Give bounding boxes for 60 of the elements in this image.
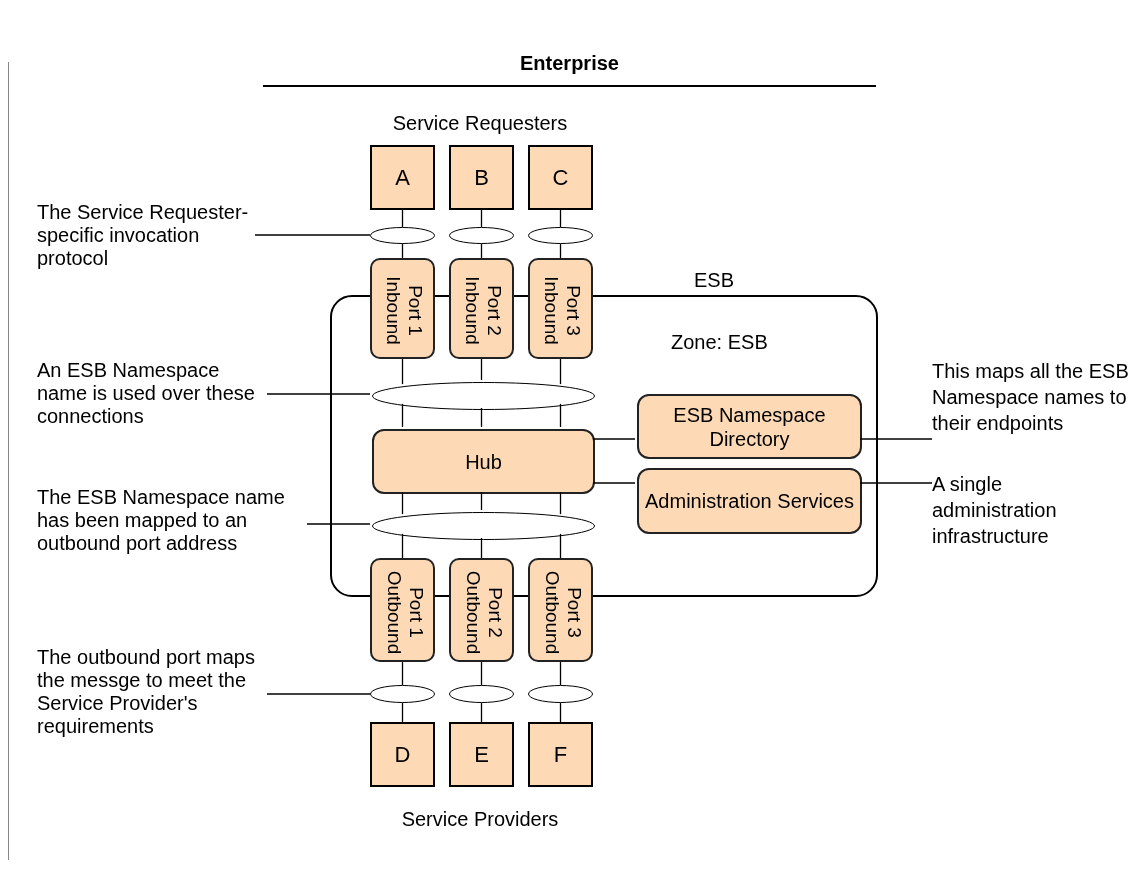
leader-line — [254, 234, 371, 236]
connector-line — [401, 533, 404, 559]
leader-line — [266, 693, 371, 695]
diagram-title: Enterprise — [520, 51, 619, 76]
service-box — [528, 145, 593, 210]
port-label: Port 1 Outbound — [382, 569, 427, 656]
port-label: Port 2 Outbound — [461, 569, 506, 656]
zone-heading: ESB — [694, 269, 735, 291]
box-label: Hub — [465, 449, 502, 474]
connector-line — [480, 358, 483, 381]
annotation-text: The outbound port maps the messge to meet the Service Provider's requirements — [37, 646, 256, 738]
leader-line — [306, 523, 371, 525]
hub-box — [372, 429, 595, 494]
box-label: E — [474, 741, 489, 769]
connector-line — [401, 491, 404, 515]
connector-line — [401, 661, 404, 686]
connector-line — [559, 403, 562, 428]
box-label: B — [474, 164, 489, 192]
service-box — [637, 468, 862, 534]
port-box — [449, 558, 514, 662]
port-box — [370, 258, 435, 359]
annotation-text: An ESB Namespace name is used over these connections — [37, 358, 256, 428]
connector-line — [559, 702, 562, 723]
annotation-text: A single administration infrastructure — [932, 472, 1058, 549]
service-box — [449, 722, 514, 787]
port-box — [528, 558, 593, 662]
connector-line — [559, 358, 562, 385]
port-label: Port 2 Inbound — [461, 275, 506, 347]
service-box — [370, 145, 435, 210]
connector-line — [559, 533, 562, 559]
port-box — [370, 558, 435, 662]
connector-line — [559, 491, 562, 515]
service-box — [449, 145, 514, 210]
box-label: F — [553, 741, 568, 769]
group-label: Service Requesters — [392, 111, 568, 136]
port-box — [449, 258, 514, 359]
box-label: Administration Services — [645, 489, 854, 513]
port-label: Port 1 Inbound — [382, 275, 427, 347]
box-label: A — [395, 164, 410, 192]
connector-line — [401, 403, 404, 428]
box-label: D — [394, 741, 411, 769]
zone-label: Zone: ESB — [671, 331, 768, 353]
port-label: Port 3 Outbound — [540, 569, 585, 656]
box-label: ESB Namespace Directory — [672, 402, 827, 451]
service-box — [637, 394, 862, 459]
connector-line — [480, 661, 483, 686]
annotation-text: This maps all the ESB Namespace names to their endpoints — [932, 359, 1130, 436]
leader-line — [266, 393, 371, 395]
annotation-text: The ESB Namespace name has been mapped to an outbound port address — [37, 486, 286, 555]
service-box — [370, 722, 435, 787]
connector-line — [401, 702, 404, 723]
box-label: C — [552, 164, 569, 192]
annotation-text: The Service Requester-specific invocation protocol — [37, 200, 250, 270]
port-box — [528, 258, 593, 359]
connector-line — [559, 661, 562, 686]
port-label: Port 3 Inbound — [540, 275, 585, 347]
connector-line — [480, 702, 483, 723]
connector-line — [401, 358, 404, 385]
group-label: Service Providers — [401, 807, 559, 832]
service-box — [528, 722, 593, 787]
